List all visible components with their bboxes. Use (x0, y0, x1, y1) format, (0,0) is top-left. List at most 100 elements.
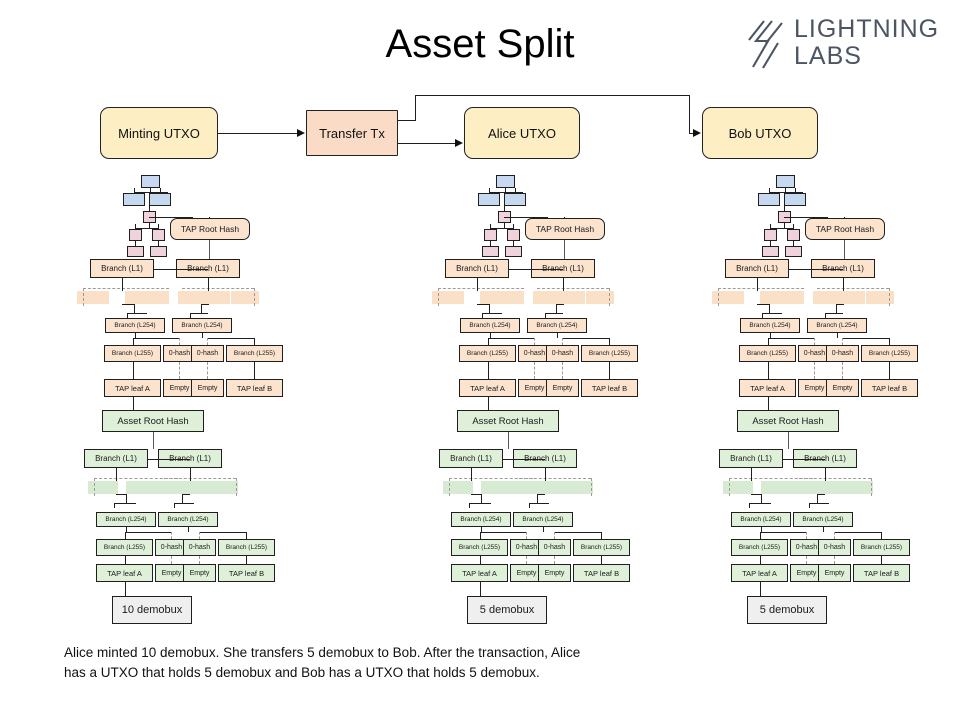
minting-asset-elbow-rv2 (174, 503, 176, 508)
bob-tap-root-hash[interactable]: TAP Root Hash (805, 218, 885, 240)
bob-blue-v3 (795, 188, 797, 193)
bob-tap-254L-dash-to-0h (814, 338, 815, 345)
alice-tap-branch-l255-left[interactable]: Branch (L255) (459, 345, 516, 362)
bob-asset-branch-l1-left[interactable]: Branch (L1) (719, 449, 783, 468)
bob-asset-ghost-1 (761, 481, 805, 494)
alice-tap-v-l1R (563, 278, 565, 291)
bob-pink-vmid (784, 223, 786, 229)
logo-line-2: LABS (794, 42, 862, 70)
transfer-tx-box[interactable]: Transfer Tx (306, 110, 398, 156)
alice-asset-empty-left[interactable]: Empty (510, 564, 543, 582)
minting-asset-branch-l1-left[interactable]: Branch (L1) (84, 449, 148, 468)
minting-tap-root-hash[interactable]: TAP Root Hash (170, 218, 250, 240)
alice-tap-empty-right[interactable]: Empty (546, 379, 579, 397)
minting-tap-zero-hash-left[interactable]: 0-hash (163, 345, 196, 362)
minting-asset-leaf-a[interactable]: TAP leaf A (96, 564, 153, 582)
bob-tap-branch-l255-right[interactable]: Branch (L255) (861, 345, 918, 362)
minting-tap-254R-down (202, 333, 204, 338)
alice-asset-branch-l1-left[interactable]: Branch (L1) (439, 449, 503, 468)
bob-asset-254R-v-to-255 (881, 532, 883, 539)
minting-tap-leaf-b[interactable]: TAP leaf B (226, 379, 283, 397)
minting-tap-ghost-3 (231, 291, 259, 304)
bob-asset-branch-l254-left[interactable]: Branch (L254) (731, 512, 791, 527)
minting-asset-255R-to-leafB (246, 556, 248, 564)
alice-asset-empty-right[interactable]: Empty (538, 564, 571, 582)
alice-tap-root-hash[interactable]: TAP Root Hash (525, 218, 605, 240)
alice-tap-branch-l255-right[interactable]: Branch (L255) (581, 345, 638, 362)
bob-asset-leaf-b[interactable]: TAP leaf B (853, 564, 910, 582)
minting-asset-root-hash[interactable]: Asset Root Hash (102, 410, 204, 432)
bob-asset-zero-hash-right[interactable]: 0-hash (818, 539, 851, 556)
minting-asset-elbow-lh (116, 494, 126, 496)
alice-asset-branch-l255-right[interactable]: Branch (L255) (573, 539, 630, 556)
bob-tap-branch-l1-left[interactable]: Branch (L1) (725, 259, 789, 278)
alice-asset-elbow-lh (471, 494, 481, 496)
alice-tap-leaf-a[interactable]: TAP leaf A (459, 379, 516, 397)
minting-asset-dash-top-right (164, 478, 236, 479)
alice-tap-branch-l254-left[interactable]: Branch (L254) (460, 318, 520, 333)
alice-asset-root-hash[interactable]: Asset Root Hash (457, 410, 559, 432)
bob-utxo-box[interactable]: Bob UTXO (702, 107, 818, 159)
bob-tap-branch-l255-left[interactable]: Branch (L255) (739, 345, 796, 362)
bob-tap-empty-right[interactable]: Empty (826, 379, 859, 397)
bob-tap-leaf-b[interactable]: TAP leaf B (861, 379, 918, 397)
alice-tap-dash-top-right (537, 288, 609, 289)
alice-utxo-box[interactable]: Alice UTXO (464, 107, 580, 159)
minting-tap-branch-l255-left[interactable]: Branch (L255) (104, 345, 161, 362)
minting-taproot-v-out (209, 240, 211, 259)
minting-asset-empty-right[interactable]: Empty (183, 564, 216, 582)
alice-asset-leaf-b[interactable]: TAP leaf B (573, 564, 630, 582)
bob-tap-branch-l254-right[interactable]: Branch (L254) (807, 318, 867, 333)
bob-asset-empty-left[interactable]: Empty (790, 564, 823, 582)
minting-asset-zero-hash-right[interactable]: 0-hash (183, 539, 216, 556)
minting-pink-h1 (135, 228, 159, 230)
bob-asset-branch-l254-right[interactable]: Branch (L254) (793, 512, 853, 527)
minting-tap-branch-l1-left[interactable]: Branch (L1) (90, 259, 154, 278)
bob-amount-box[interactable]: 5 demobux (747, 596, 827, 624)
minting-tap-empty-right[interactable]: Empty (191, 379, 224, 397)
minting-asset-branch-l254-left[interactable]: Branch (L254) (96, 512, 156, 527)
bob-tap-dash-top-left (718, 288, 804, 289)
alice-tap-branch-l254-right[interactable]: Branch (L254) (527, 318, 587, 333)
bob-asset-branch-l255-left[interactable]: Branch (L255) (731, 539, 788, 556)
bob-tap-leaf-a[interactable]: TAP leaf A (739, 379, 796, 397)
bob-leafA-to-amount (760, 582, 762, 596)
alice-tap-254R-v-to-255 (609, 338, 611, 345)
bob-asset-branch-l255-right[interactable]: Branch (L255) (853, 539, 910, 556)
alice-tap-zero-hash-right[interactable]: 0-hash (546, 345, 579, 362)
alice-asset-branch-l254-left[interactable]: Branch (L254) (451, 512, 511, 527)
alice-asset-ghost-1 (481, 481, 525, 494)
arrow-transfer-to-alice (398, 143, 456, 145)
alice-tap-ghost-1 (480, 291, 524, 304)
minting-tap-leaf-a[interactable]: TAP leaf A (104, 379, 161, 397)
minting-amount-box[interactable]: 10 demobux (112, 596, 192, 624)
alice-tap-empty-left[interactable]: Empty (518, 379, 551, 397)
bob-asset-empty-right[interactable]: Empty (818, 564, 851, 582)
alice-amount-box[interactable]: 5 demobux (467, 596, 547, 624)
alice-asset-elbow-rh2 (529, 503, 549, 505)
bob-tap-elbow-lv0 (757, 304, 759, 305)
alice-tap-branch-l1-left[interactable]: Branch (L1) (445, 259, 509, 278)
minting-tap-254L-dash-to-0h (179, 338, 180, 345)
minting-asset-branch-l255-left[interactable]: Branch (L255) (96, 539, 153, 556)
minting-tap-zero-hash-right[interactable]: 0-hash (191, 345, 224, 362)
alice-asset-branch-l255-left[interactable]: Branch (L255) (451, 539, 508, 556)
bob-asset-root-hash[interactable]: Asset Root Hash (737, 410, 839, 432)
alice-tap-leaf-b[interactable]: TAP leaf B (581, 379, 638, 397)
alice-asset-branch-l254-right[interactable]: Branch (L254) (513, 512, 573, 527)
minting-tap-branch-l254-right[interactable]: Branch (L254) (172, 318, 232, 333)
minting-asset-branch-l254-right[interactable]: Branch (L254) (158, 512, 218, 527)
bob-asset-255L-to-leafA (760, 556, 762, 564)
minting-tap-branch-l254-left[interactable]: Branch (L254) (105, 318, 165, 333)
bob-tap-zero-hash-right[interactable]: 0-hash (826, 345, 859, 362)
minting-utxo-box[interactable]: Minting UTXO (100, 107, 218, 159)
minting-tap-branch-l255-right[interactable]: Branch (L255) (226, 345, 283, 362)
minting-asset-branch-l255-right[interactable]: Branch (L255) (218, 539, 275, 556)
bob-tap-branch-l254-left[interactable]: Branch (L254) (740, 318, 800, 333)
alice-blue-node-left (478, 193, 500, 206)
alice-asset-zero-hash-right[interactable]: 0-hash (538, 539, 571, 556)
bob-asset-leaf-a[interactable]: TAP leaf A (731, 564, 788, 582)
minting-asset-leaf-b[interactable]: TAP leaf B (218, 564, 275, 582)
alice-asset-leaf-a[interactable]: TAP leaf A (451, 564, 508, 582)
alice-tap-elbow-lh (477, 304, 490, 306)
